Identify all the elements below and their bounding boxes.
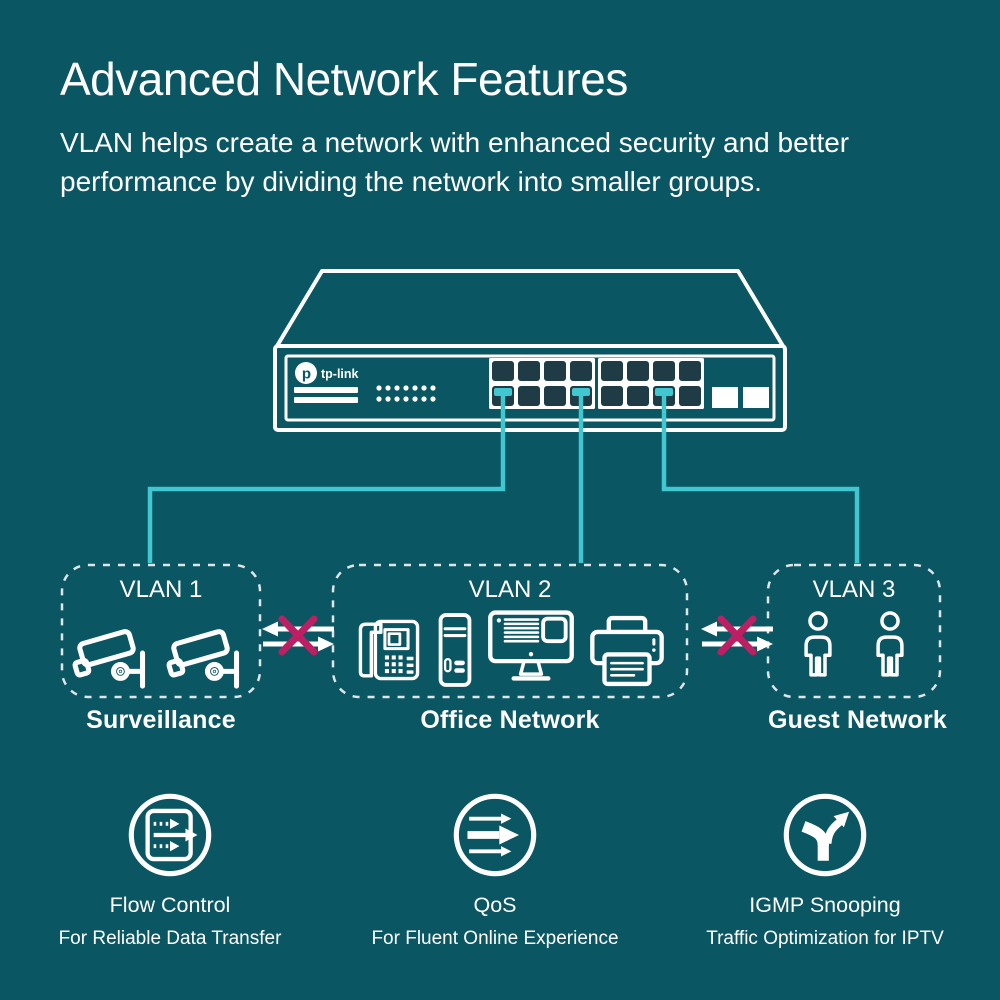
vlan3-label: Guest Network	[767, 706, 948, 734]
feature-title: Flow Control	[109, 893, 231, 917]
vlan1-devices	[64, 602, 258, 690]
feature-title: IGMP Snooping	[749, 893, 901, 917]
person-icon	[876, 611, 904, 677]
person-icon	[804, 611, 832, 677]
cctv-camera-icon	[72, 629, 146, 689]
feature-qos: QoS For Fluent Online Experience	[360, 792, 630, 950]
switch-front-panel	[273, 344, 787, 432]
blocked-link-icon-left	[262, 615, 334, 656]
port-block-left	[489, 358, 595, 409]
cctv-camera-icon	[166, 629, 240, 689]
svg-text:p: p	[302, 366, 311, 383]
network-switch: p tp-link	[273, 269, 787, 432]
vlan1-title: VLAN 1	[119, 576, 203, 603]
vlan3-title: VLAN 3	[812, 576, 896, 603]
switch-panel-inner-border	[284, 354, 776, 422]
feature-title: QoS	[473, 893, 517, 917]
blocked-link-icon-right	[701, 615, 773, 656]
vlan2-devices	[338, 606, 682, 688]
qos-icon	[453, 793, 537, 877]
page-subtitle: VLAN helps create a network with enhance…	[60, 127, 850, 197]
tp-link-logo-icon: p tp-link	[295, 362, 359, 384]
vlan3-devices	[772, 602, 936, 690]
brand-text: tp-link	[321, 367, 359, 381]
monitor-icon	[487, 610, 574, 681]
igmp-snooping-icon	[783, 793, 867, 877]
feature-caption: For Fluent Online Experience	[371, 928, 619, 949]
blocked-x-icon	[717, 615, 757, 656]
flow-control-icon	[128, 793, 212, 877]
feature-caption: Traffic Optimization for IPTV	[706, 928, 944, 949]
vlan2-title: VLAN 2	[468, 576, 552, 603]
port-block-right	[598, 358, 704, 409]
vlan1-box	[60, 563, 262, 699]
switch-top-face	[275, 269, 785, 348]
connected-port-plugs	[494, 388, 673, 396]
vlan-cables	[147, 396, 860, 563]
vent-bars	[294, 387, 358, 403]
printer-icon	[589, 615, 664, 687]
cable-vlan1	[147, 396, 506, 563]
led-indicators	[376, 385, 445, 402]
blocked-x-icon	[278, 615, 318, 656]
page-title: Advanced Network Features	[60, 53, 628, 105]
sfp-slots	[712, 387, 769, 408]
feature-caption: For Reliable Data Transfer	[58, 928, 282, 949]
feature-igmp-snooping: IGMP Snooping Traffic Optimization for I…	[690, 792, 960, 950]
cable-vlan3	[661, 396, 860, 563]
desktop-tower-icon	[438, 613, 471, 687]
vlan2-label: Office Network	[420, 706, 600, 734]
feature-flow-control: Flow Control For Reliable Data Transfer	[35, 792, 305, 950]
vlan1-label: Surveillance	[86, 706, 236, 734]
ip-phone-icon	[358, 619, 419, 681]
